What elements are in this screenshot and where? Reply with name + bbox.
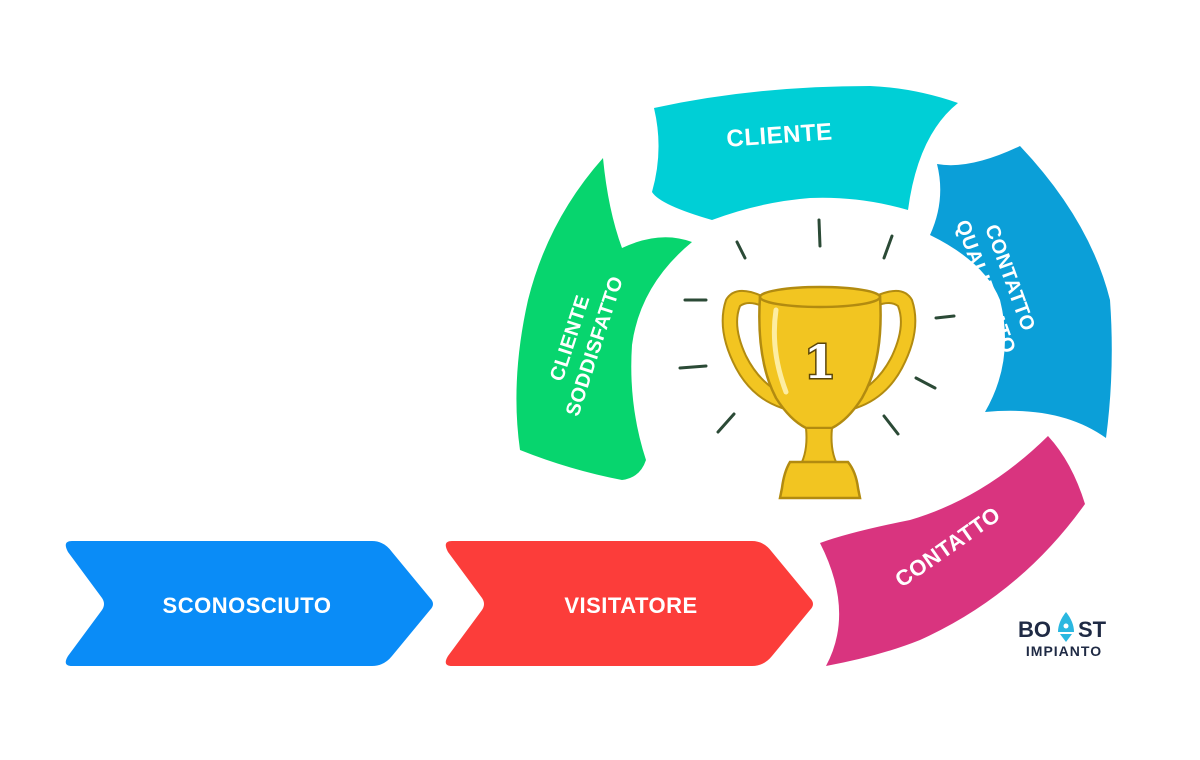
stage-visitatore: VISITATORE	[445, 541, 813, 666]
trophy-shine	[771, 307, 789, 395]
stage-cliente-soddisfatto: CLIENTE SODDISFATTO	[516, 158, 692, 480]
trophy-base	[778, 460, 862, 500]
stage-sconosciuto-arrow	[65, 541, 433, 666]
trophy-stem	[800, 427, 838, 463]
trophy-rays	[678, 218, 956, 436]
stage-contatto-qualificato: CONTATTO QUALIFICATO	[930, 146, 1112, 438]
stage-sconosciuto-label: SCONOSCIUTO	[163, 593, 332, 618]
trophy-number: 1	[804, 335, 836, 389]
stage-cliente: CLIENTE	[652, 86, 958, 220]
stage-cliente-arrow	[652, 86, 958, 220]
stage-sconosciuto: SCONOSCIUTO	[65, 541, 433, 666]
logo-line1-end: ST	[1078, 617, 1107, 642]
stage-visitatore-label: VISITATORE	[564, 593, 697, 618]
stage-contatto-qualificato-arrow	[930, 146, 1112, 438]
trophy-rim	[758, 285, 882, 309]
stage-contatto-arrow	[820, 436, 1085, 666]
logo-line1-start: BO	[1018, 617, 1051, 642]
boost-impianto-logo: BO ST IMPIANTO	[1018, 612, 1107, 659]
stage-visitatore-arrow	[445, 541, 813, 666]
stage-cliente-soddisfatto-arrow	[516, 158, 692, 480]
rocket-icon	[1058, 612, 1074, 642]
logo-line2: IMPIANTO	[1026, 643, 1102, 659]
trophy-icon: 1	[721, 285, 917, 500]
